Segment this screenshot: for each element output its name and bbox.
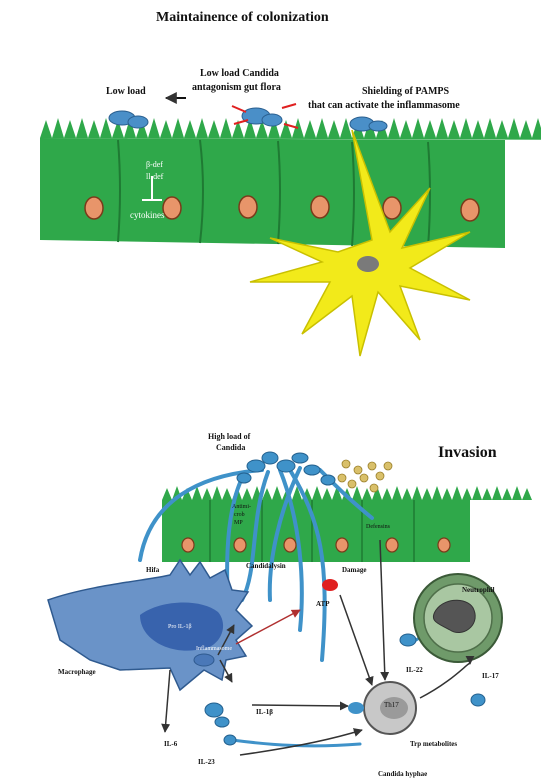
th17-cell — [348, 682, 416, 734]
label-cytokines: cytokines — [130, 210, 165, 220]
label-beta-def: β-def — [146, 160, 163, 169]
label-antagonism: antagonism gut flora — [192, 82, 281, 93]
label-il17: IL-17 — [482, 672, 499, 680]
label-il22-right: IL-22 — [406, 666, 423, 674]
label-atp: ATP — [316, 600, 329, 608]
bottom-panel-title: Invasion — [438, 444, 497, 462]
label-low-load-candida: Low load Candida — [200, 68, 279, 79]
label-damage: Damage — [342, 566, 367, 574]
label-antimicrob-1: Antimi- — [232, 504, 251, 510]
label-shielding: Shielding of PAMPS — [362, 86, 449, 97]
label-candida-hyphae: Candida hyphae — [378, 770, 427, 778]
epithelium-top — [40, 118, 541, 248]
label-antimicrob-3: MP — [234, 520, 243, 526]
label-low-load: Low load — [106, 86, 146, 97]
spores — [338, 460, 392, 492]
label-inflammasome-top: that can activate the inflammasome — [308, 100, 460, 111]
label-neutrophil: Neutrophil — [462, 586, 495, 594]
label-antimicrob-2: crob — [234, 512, 245, 518]
label-hifa: Hifa — [146, 566, 159, 574]
label-il23: IL-23 — [198, 758, 215, 766]
label-ll-def: ll-def — [146, 172, 163, 181]
label-defensins: Defensins — [366, 524, 390, 530]
label-trp-metabolites: Trp metabolites — [410, 740, 457, 748]
label-high-load: High load of — [208, 432, 250, 441]
label-il6: IL-6 — [164, 740, 177, 748]
label-il1b: IL-1β — [256, 708, 273, 716]
damage-marker — [322, 579, 338, 591]
label-th17: Th17 — [384, 701, 399, 709]
top-panel-title: Maintainence of colonization — [156, 10, 329, 26]
label-macrophage: Macrophage — [58, 668, 96, 676]
label-inflammasome-bottom: Inflammasome — [196, 646, 232, 652]
label-candida: Candida — [216, 443, 245, 452]
label-pro-il: Pro IL-1β — [168, 624, 192, 630]
label-candidalysin: Candidalysin — [246, 562, 286, 570]
